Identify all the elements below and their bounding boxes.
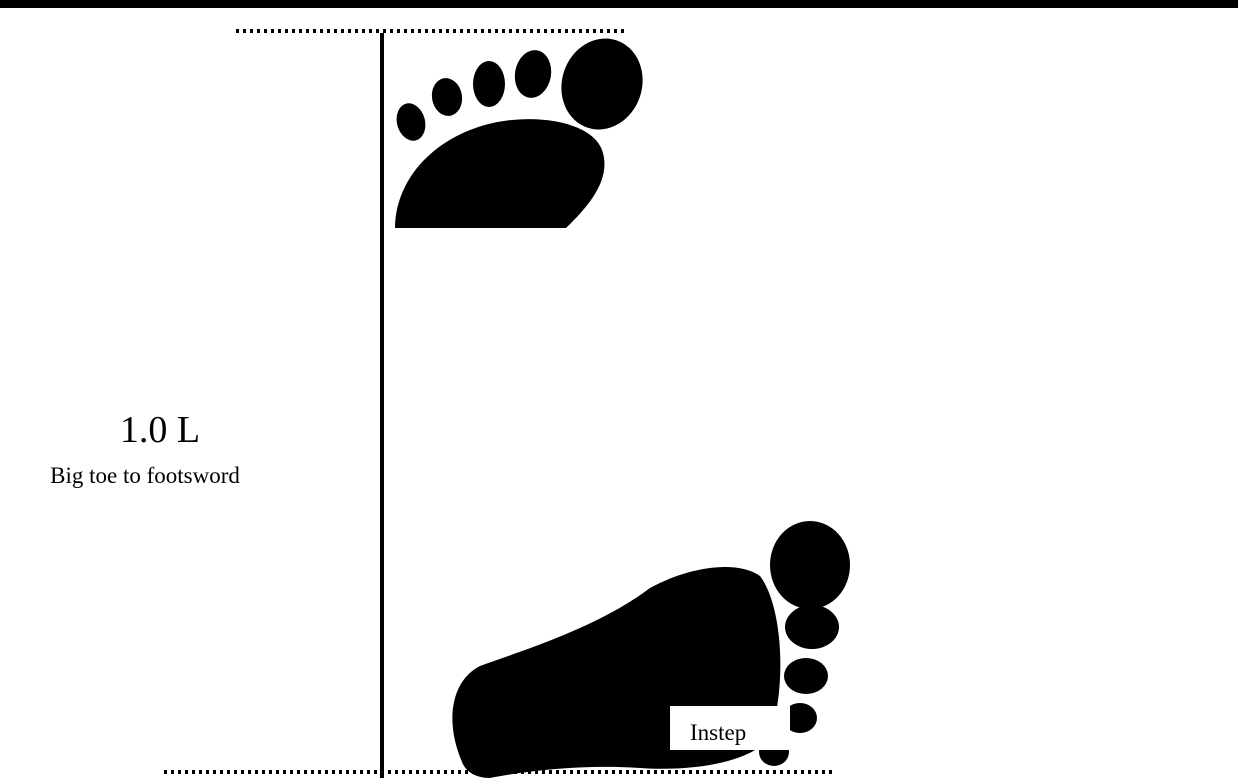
instep-callout: Instep: [670, 706, 790, 750]
footprint-icon: [393, 28, 655, 228]
top-border-rule: [0, 0, 1238, 8]
instep-label: Instep: [670, 706, 790, 747]
measurement-description: Big toe to footsword: [0, 462, 290, 490]
measurement-value: 1.0 L: [60, 408, 260, 452]
footprint-icon: [452, 521, 850, 778]
